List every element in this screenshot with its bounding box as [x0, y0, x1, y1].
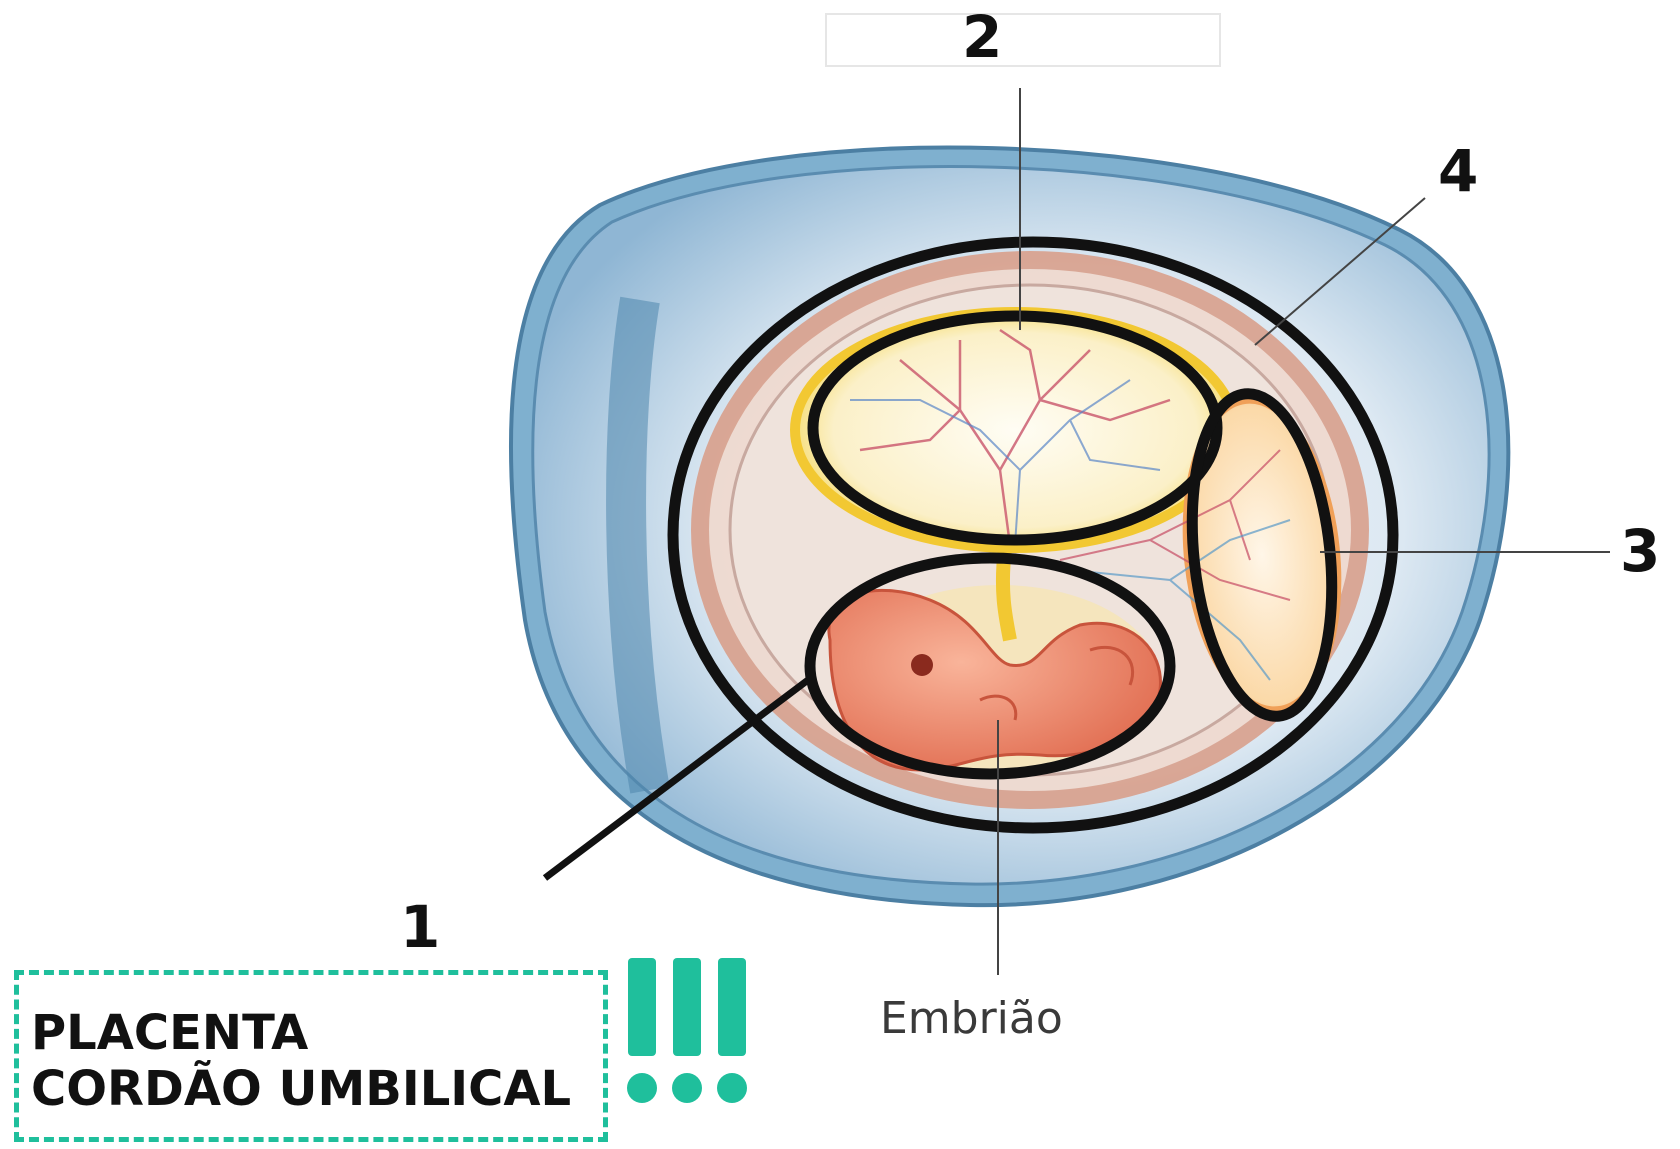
callout-line-placenta: PLACENTA: [31, 1005, 603, 1061]
embryo-label: Embrião: [880, 993, 1063, 1044]
callout-line-umbilical-cord: CORDÃO UMBILICAL: [31, 1061, 603, 1117]
yolk-sac: [795, 312, 1235, 548]
label-number-3: 3: [1620, 522, 1660, 580]
callout-box: PLACENTA CORDÃO UMBILICAL: [14, 970, 608, 1142]
exclamation-marks-icon: [622, 958, 752, 1108]
label-number-1: 1: [400, 898, 440, 956]
label-number-4: 4: [1438, 142, 1478, 200]
erased-label-box: [826, 14, 1220, 66]
label-number-2: 2: [962, 8, 1002, 66]
